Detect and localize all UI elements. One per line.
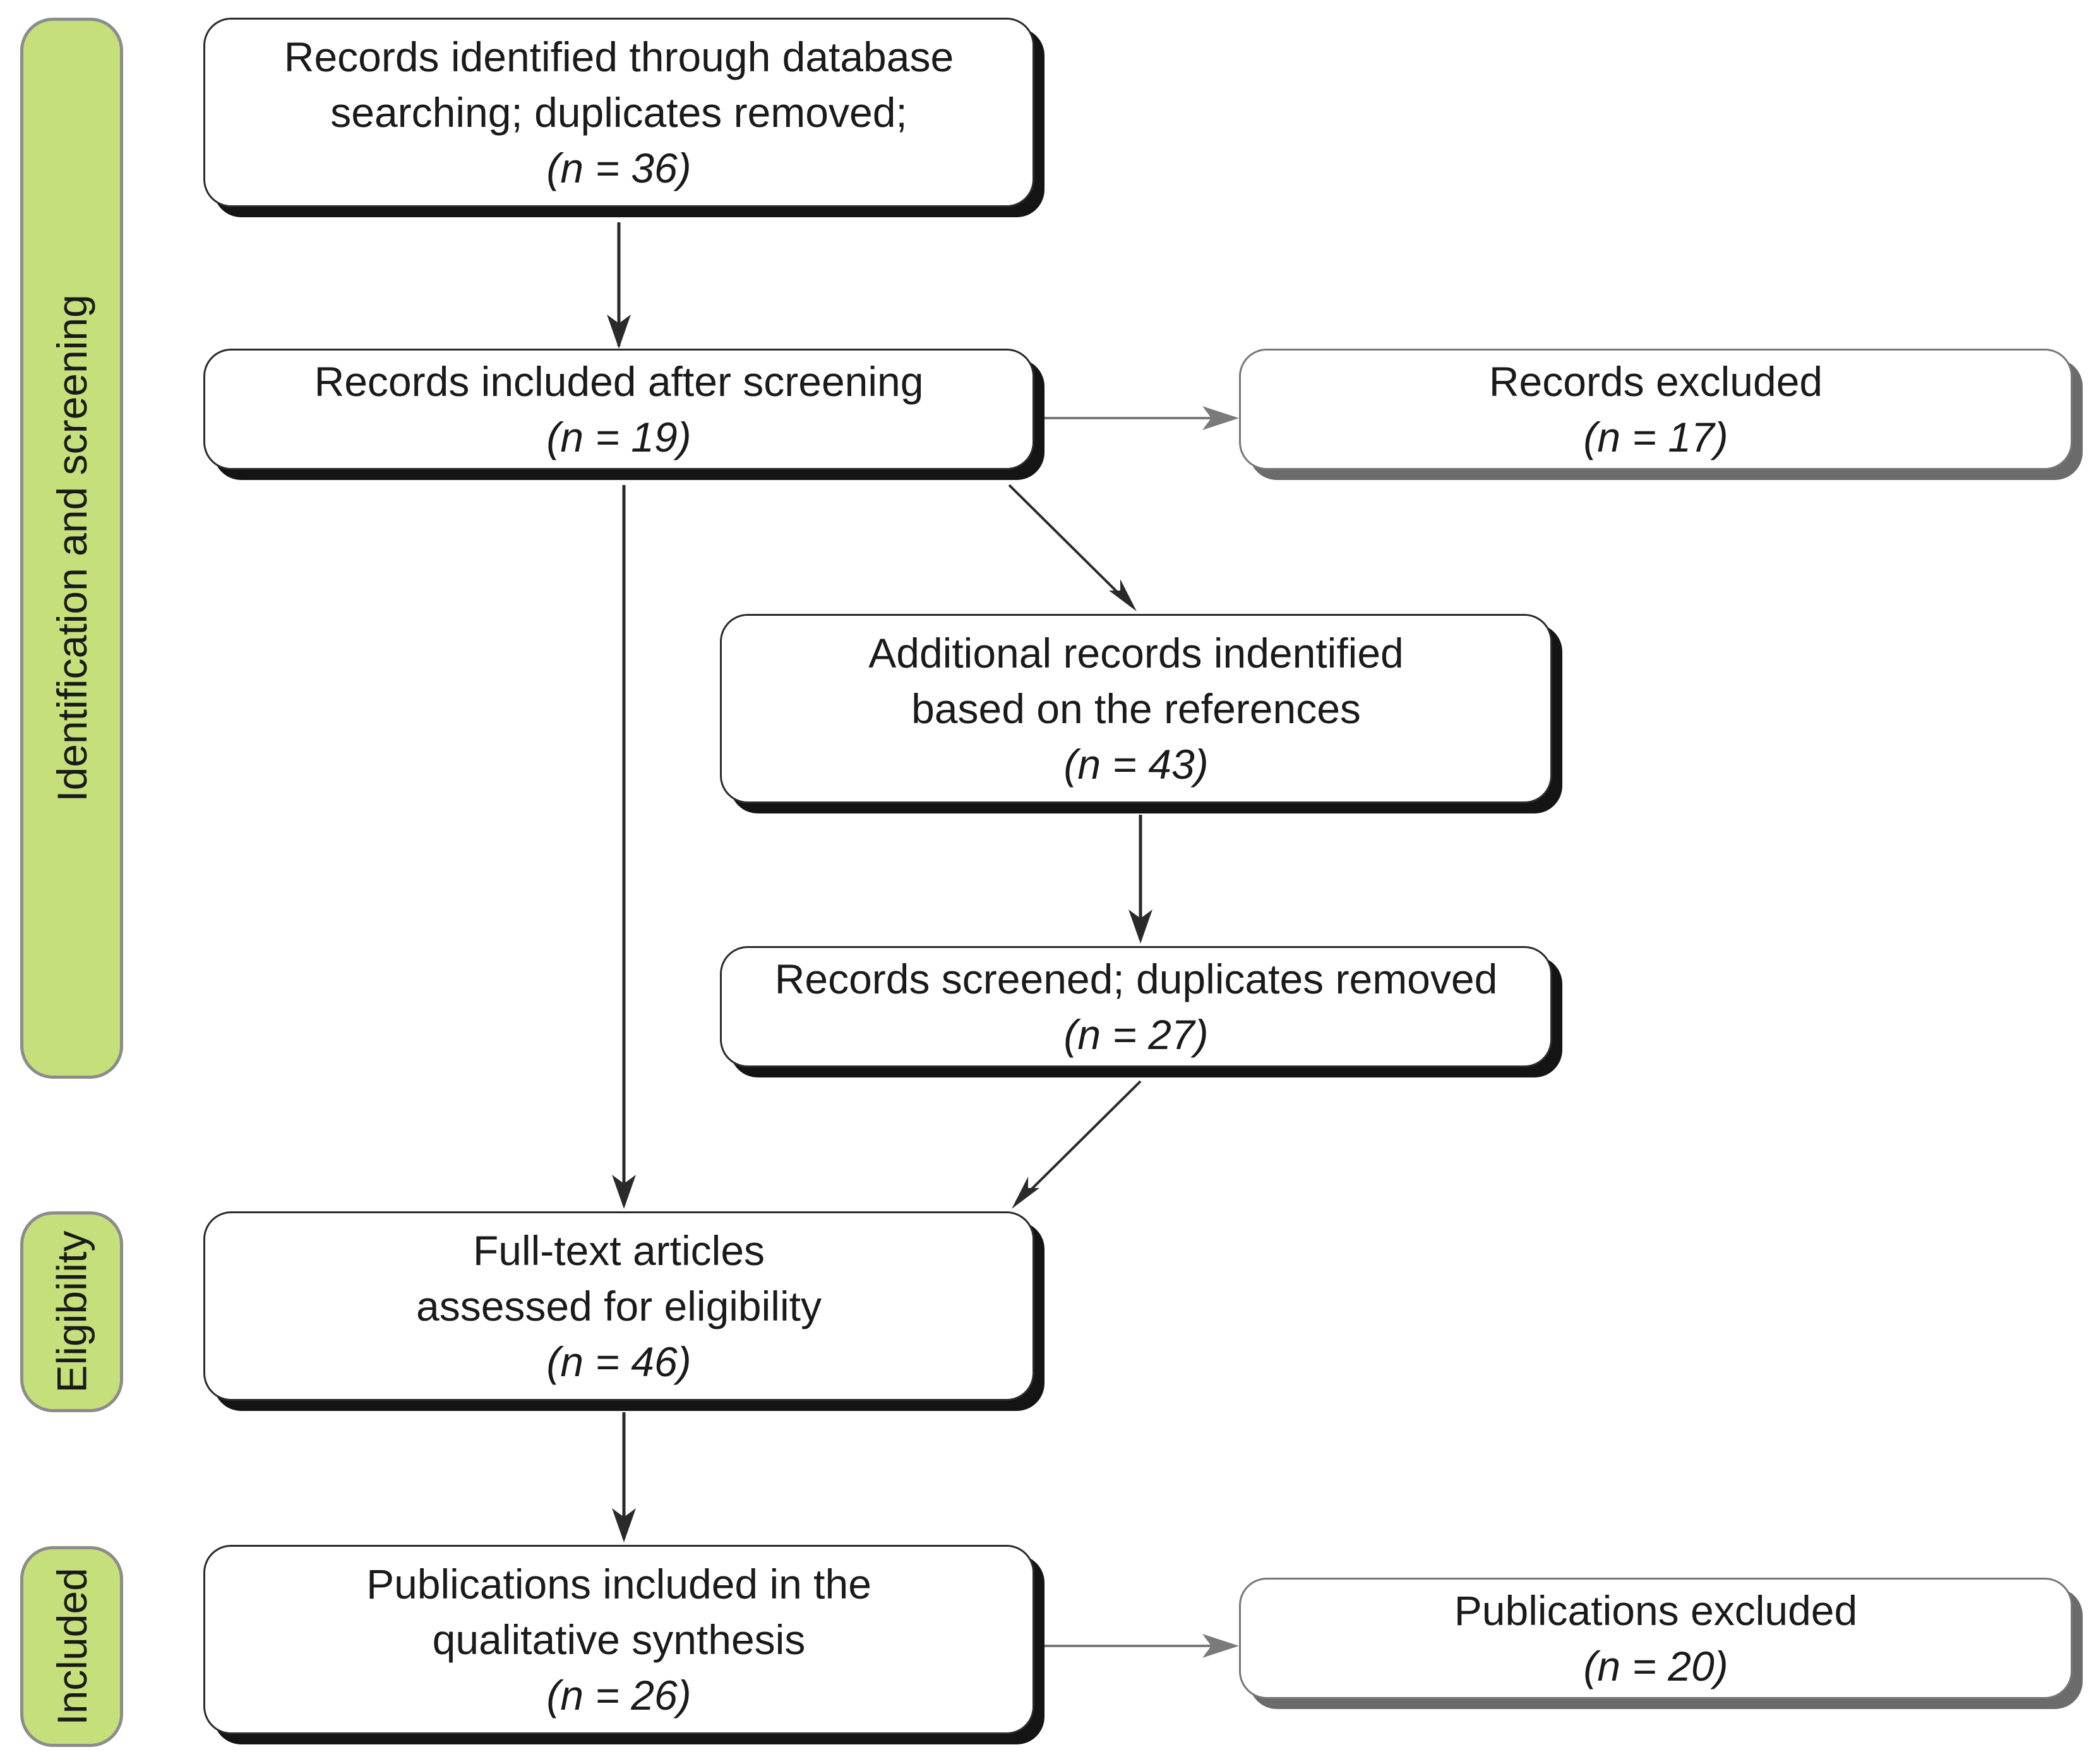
arrow-additional-to-screened [1128,815,1152,944]
phase-included: Included [20,1546,123,1747]
box-additional-records: Additional records indentified based on … [720,614,1552,803]
box-line: Records excluded [1488,358,1823,405]
arrow-screening-to-excluded [1041,406,1239,430]
box-line: based on the references [911,685,1361,732]
box-count: (n = 36) [546,145,691,191]
box-line: Full-text articles [472,1227,765,1274]
box-records-excluded: Records excluded (n = 17) [1239,349,2073,470]
box-count: (n = 43) [1063,741,1209,788]
box-line: searching; duplicates removed; [330,89,907,136]
arrow-screening-to-additional [1008,484,1137,611]
phase-identification-screening: Identification and screening [20,18,123,1079]
box-count: (n = 27) [1063,1011,1209,1058]
box-line: Records screened; duplicates removed [774,956,1498,1002]
box-count: (n = 20) [1583,1643,1728,1689]
phase-eligibility: Eligibility [20,1211,123,1412]
box-count: (n = 17) [1583,414,1728,460]
box-publications-excluded: Publications excluded (n = 20) [1239,1578,2073,1699]
box-records-screened: Records screened; duplicates removed (n … [720,946,1552,1067]
box-count: (n = 19) [546,414,691,460]
arrow-screened-to-fulltext [1012,1080,1142,1209]
box-included-after-screening: Records included after screening (n = 19… [203,349,1034,470]
box-line: Records identified through database [284,33,954,80]
box-database-search: Records identified through database sear… [203,18,1034,207]
box-line: qualitative synthesis [432,1616,806,1663]
box-publications-included: Publications included in the qualitative… [203,1545,1034,1734]
box-line: Publications excluded [1454,1587,1858,1634]
arrow-database-to-screening [607,222,631,349]
box-line: assessed for eligibility [416,1283,822,1329]
arrow-screening-to-fulltext [612,485,636,1209]
box-line: Additional records indentified [868,630,1404,676]
arrow-fulltext-to-publications [612,1412,636,1542]
box-line: Records included after screening [314,358,924,405]
box-line: Publications included in the [366,1561,871,1607]
box-count: (n = 26) [546,1672,691,1719]
box-full-text-articles: Full-text articles assessed for eligibil… [203,1211,1034,1401]
box-count: (n = 46) [546,1338,691,1385]
arrow-publications-to-excluded [1041,1634,1239,1658]
